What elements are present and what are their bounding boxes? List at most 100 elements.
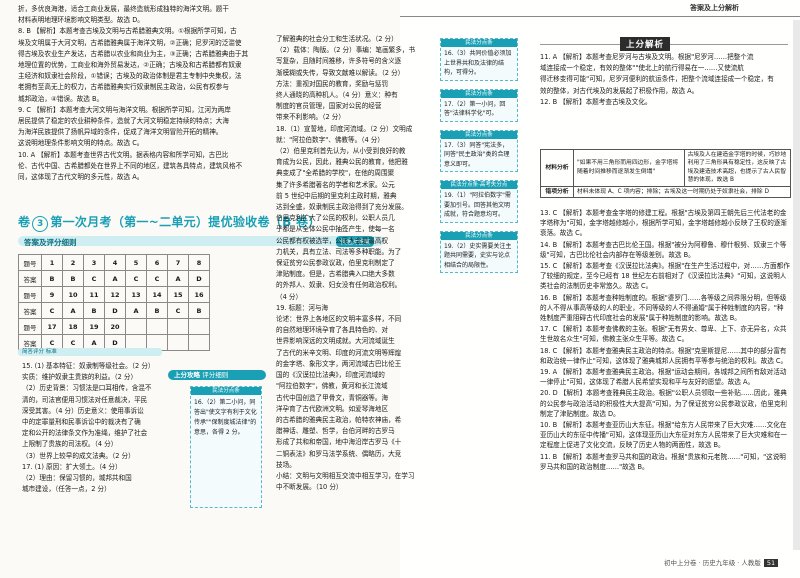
answer-cell: D xyxy=(104,302,126,319)
right-top-explanations: 11. A 【解析】本题考查尼罗河与古埃及文明。根据"尼罗河……把整个流域连接成… xyxy=(540,52,790,108)
explanation-line: 得迁移变得可能"可知，尼罗河便利的航运条件，把整个流域连接成一个稳定，有 xyxy=(540,75,774,84)
answer-line: 写复杂，且随时间推移，许多符号的含义逐 xyxy=(276,57,402,66)
answer-line: 18.（1）宣誓地，印度河流域。（2 分）文明成 xyxy=(276,124,413,133)
material-row: 错项分析材料未体现 A、C 项内容；排除；古埃及这一时期仍处于奴隶社会，排除 D xyxy=(540,185,791,199)
answer-cell: 5 xyxy=(125,254,147,271)
sidebox-label: 民法分点条 xyxy=(191,387,261,395)
answer-cell xyxy=(125,318,147,335)
sidebox-text: 16.（2）第二小问，同答出"使文字有利于文化传承""保制度城法律"的意思，各得… xyxy=(194,399,257,436)
section-title-text: 第一次月考（第一~二单元）提优验收卷（B 卷） xyxy=(50,215,321,229)
answer-cell: C xyxy=(83,270,105,287)
answer-cell: A xyxy=(62,302,84,319)
explanation-paragraph: 14. B 【解析】本题考查古巴比伦王国。根据"被分为阿穆鲁、穆什根努、奴隶三个… xyxy=(540,240,787,259)
answer-bar-title: 答案及评分细则 xyxy=(24,238,77,247)
answer-line: （2）载体：陶版。（2 分）事编：笔画繁多，书 xyxy=(276,46,416,55)
explanation-line: 材料表明地理环境影响文明类型。故选 D。 xyxy=(18,16,144,25)
answer-cell: A xyxy=(167,270,189,287)
explanation-line: 得古埃及农业生产发达，古希腊以农业和商业为主，③正确；古希腊雅典由于其 xyxy=(18,49,249,58)
material-table: 材料分析"如果不用三角形而用四边形，金字塔将随着时间推移而逐渐发生倒塌"古埃及人… xyxy=(540,149,792,199)
answer-cell: C xyxy=(146,270,168,287)
answer-cell: 19 xyxy=(83,318,105,335)
answer-line: 19. 标题：河与海 xyxy=(276,303,329,312)
answer-cell: A xyxy=(125,302,147,319)
answer-cell: 17 xyxy=(41,318,63,335)
answer-line: 国的《汉谟拉比法典》，印度河流域的 xyxy=(276,371,385,380)
answer-cell xyxy=(167,318,189,335)
explanation-paragraph: 20. D 【解析】本题考查雅典民主政治。根据"公职人员领取一些补贴……因此，雅… xyxy=(540,389,787,418)
answer-cell: 13 xyxy=(125,286,147,303)
answer-line: 乎都是从全体公民中抽签产生，使每一名 xyxy=(276,225,395,234)
footer-text: 初中上分卷 · 历史九年级 · 人教版 xyxy=(664,559,761,567)
answer-cell: B xyxy=(188,302,210,319)
scoring-note-text: 17.（3）同答"宪法多，同答"民主政治"类的合理意义即可。 xyxy=(444,141,510,168)
answer-line: 中不断发展。（10 分） xyxy=(276,483,343,492)
answer-line: 就："阿拉伯数字"、佛教等。（4 分） xyxy=(276,135,384,144)
answer-bar xyxy=(18,236,384,246)
explanation-paragraph: 19. A 【解析】本题考查雅典民主政治。根据"运动会期间，各城邦之间所有敌对活… xyxy=(540,368,787,387)
row-header-cell: 答案 xyxy=(18,302,42,319)
answer-cell xyxy=(188,318,210,335)
answer-line: 终人通晓的高种机人。（4 分）意义：种有 xyxy=(276,91,398,100)
answer-cell: B xyxy=(41,270,63,287)
answer-line: 了解雅典的社会分工和生活状况。（2 分） xyxy=(276,35,398,43)
answer-line: 育成为公民，因此，雅典公民的教育，他把雅 xyxy=(276,158,408,167)
answer-line: 的古希腊的雅典民主政治，帕特农神庙，希 xyxy=(276,415,402,424)
answer-cell: 20 xyxy=(104,318,126,335)
row-header-cell: 题号 xyxy=(18,254,42,271)
answer-line: （4 分） xyxy=(276,292,303,301)
answer-cell xyxy=(188,334,210,351)
material-cell: 材料未体现 A、C 项内容；排除；古埃及这一时期仍处于奴隶社会，排除 D xyxy=(573,185,791,199)
answer-cell: 18 xyxy=(62,318,84,335)
answer-line: 了古代的米辛文明、印度的河流文明等辉煌 xyxy=(276,348,402,357)
answer-line: （2）伯里克利首先认为，从小受到良好的教 xyxy=(276,147,406,156)
row-header-cell: 题号 xyxy=(18,286,42,303)
answer-line: 制度的官员管理，国家对公民的经营 xyxy=(276,102,382,111)
answer-cell: B xyxy=(146,302,168,319)
upper-box-sub: 评分细则 xyxy=(202,371,229,379)
scoring-note-text: 19.（1）"阿拉伯数字"需要加引号。回答其他文明成就，符合题意均可。 xyxy=(444,192,511,218)
explanation-paragraph: 10. B 【解析】本题考查亚历山大东征。根据"给东方人民带来了巨大灾难……文化… xyxy=(540,421,787,450)
answer-line: 技场。 xyxy=(276,460,296,469)
answer-line: 二铜表法》和罗马法学系统、偶略历，大竞 xyxy=(276,449,402,458)
answer-bar-tag: 快速对答案 xyxy=(336,236,375,247)
answer-cell: 4 xyxy=(104,254,126,271)
scoring-note-label: 民法分点条·高考失分点 xyxy=(441,181,517,189)
answer-line: 方法：重视对国民的教育，奖励与惩罚 xyxy=(276,79,389,88)
explanation-line: 9. C 【解析】本题考查大河文明与海洋文明。根据所学可知，江河为两岸 xyxy=(18,105,231,114)
explanation-line: 居民提供了稳定的农业耕种条件，造就了大河文明稳定持续的特点；大海 xyxy=(18,117,229,126)
scoring-note-text: 19.（2）史实需要关注主题共同需要，史实与论点相结合的局限性。 xyxy=(444,242,512,269)
answer-cell xyxy=(167,334,189,351)
page-number: 51 xyxy=(763,559,779,567)
answer-cell: 16 xyxy=(188,286,210,303)
explanation-line: 这说明地理条件影响文明的特点。故选 C。 xyxy=(18,139,144,148)
material-cell: 古埃及人在建造金字塔的时候，巧妙地利用了三角形具有稳定性，这反映了古埃及建造技术… xyxy=(683,149,792,187)
answer-cell: C xyxy=(167,302,189,319)
answer-cell: 12 xyxy=(104,286,126,303)
answer-cell: 6 xyxy=(146,254,168,271)
answer-cell: A xyxy=(104,270,126,287)
answer-line: 典变成了"全希腊的学校"，在他的周围聚 xyxy=(276,169,395,178)
explanation-line: 为海洋民族提供了扬帆异域的条件，促成了海洋文明冒险开拓的精神。 xyxy=(18,128,223,137)
answer-line: 的外邦人、奴隶、妇女没有任何政治权利。 xyxy=(276,281,402,290)
score-bar: 简答评分 标准 xyxy=(18,348,162,356)
scoring-note-text: 17.（2）第一小问，回答"法律科学化"可。 xyxy=(444,100,506,118)
explanation-line: 同，这体现了古代文明的多元性，故选 A。 xyxy=(18,173,144,182)
explanation-line: 城邦政治，④错误。故选 B。 xyxy=(18,94,104,103)
explanation-paragraph: 17. C 【解析】本题考查佛教的主张。根据"无有男女、尊卑、上下、亦无异名，众… xyxy=(540,325,787,344)
row-header-cell: 答案 xyxy=(18,270,42,287)
answer-cell: B xyxy=(83,302,105,319)
answer-cell: 14 xyxy=(146,286,168,303)
answer-cell xyxy=(146,318,168,335)
explanation-paragraph: 13. C 【解析】本题考查金字塔的修建工程。根据"古埃及第四王朝先后三代法老的… xyxy=(540,209,787,238)
answer-line: 力机关，具有立法、司法等多种职能。为了 xyxy=(276,247,402,256)
right-title: 上分解析 xyxy=(620,37,671,51)
answer-line: 17. (1) 原因：扩大领土。（4 分） xyxy=(22,462,122,471)
right-edge-strip xyxy=(793,20,800,550)
answer-line: 15. (1) 基本特征：奴隶制等级社会。（2 分） xyxy=(22,362,155,370)
